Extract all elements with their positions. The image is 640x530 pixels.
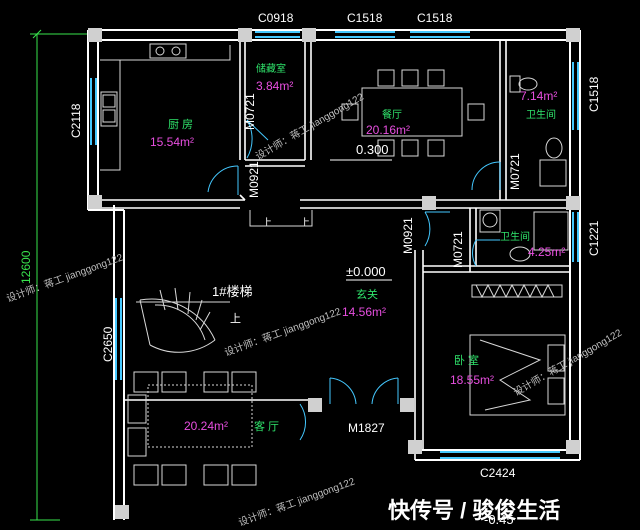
room-area-dining: 20.16m² <box>366 123 410 137</box>
dining-table-icon <box>341 69 485 157</box>
bed-icon <box>469 283 566 416</box>
interior-walls <box>98 40 580 460</box>
window-code-c2424: C2424 <box>480 466 516 480</box>
window-code-c2650: C2650 <box>101 326 115 362</box>
door-code-m1827: M1827 <box>348 421 385 435</box>
room-name-kitchen: 厨 房 <box>168 118 193 131</box>
room-name-bath-1: 卫生间 <box>526 108 556 121</box>
kitchen-counter <box>100 43 231 171</box>
window-code-c1518-c: C1518 <box>587 76 601 112</box>
window-code-c0918: C0918 <box>258 11 294 25</box>
room-name-foyer: 玄关 <box>356 287 378 301</box>
foyer-steps <box>249 210 313 227</box>
designer-watermark-4: 设计师：蒋工 jianggong122 <box>511 326 624 399</box>
window-code-c1518-b: C1518 <box>417 11 453 25</box>
room-name-dining: 餐厅 <box>382 108 402 121</box>
structural-columns <box>88 28 580 519</box>
designer-watermark-5: 设计师：蒋工 jianggong122 <box>237 474 357 528</box>
room-area-living: 20.24m² <box>184 419 228 433</box>
elevation-ground: ±0.000 <box>346 264 386 279</box>
room-area-storage: 3.84m² <box>256 79 293 93</box>
stair-up-c: 上 <box>300 217 310 229</box>
sink-icon <box>100 91 118 127</box>
room-area-bath-1: 7.14m² <box>520 89 557 103</box>
door-code-m0921-b: M0921 <box>401 217 415 254</box>
window-code-c2118: C2118 <box>69 103 83 138</box>
room-name-bath-2: 卫生间 <box>500 230 530 243</box>
window-code-c1518-a: C1518 <box>347 11 383 25</box>
windows <box>90 31 579 459</box>
door-code-m0721-b: M0721 <box>508 153 522 190</box>
room-name-storage: 储藏室 <box>256 62 286 75</box>
window-codes: C0918 C1518 C1518 C2118 C1518 C1221 C265… <box>69 11 601 480</box>
stair-up-a: 上 <box>230 312 241 325</box>
brand-watermark: 快传号 / 骏俊生活 <box>388 498 560 523</box>
stove-icon <box>149 43 187 59</box>
outer-walls <box>87 29 581 520</box>
spiral-stair-icon <box>136 287 230 353</box>
doors <box>207 119 501 441</box>
room-name-bedroom: 卧 室 <box>454 353 479 367</box>
door-code-m0721-c: M0721 <box>451 231 465 268</box>
elevation-dining: 0.300 <box>356 142 389 157</box>
overall-dimension-text: 12600 <box>19 250 33 284</box>
window-code-c1221: C1221 <box>587 220 601 256</box>
stair-label: 1#楼梯 <box>212 284 252 299</box>
door-code-m0721-a: M0721 <box>243 93 257 130</box>
room-name-living: 客 厅 <box>254 419 279 433</box>
room-area-bath-2: 4.25m² <box>528 245 565 259</box>
elevation-bottom: -0.45 <box>484 512 514 527</box>
door-code-m0921-a: M0921 <box>247 161 261 198</box>
room-area-kitchen: 15.54m² <box>150 135 194 149</box>
room-area-foyer: 14.56m² <box>342 305 386 319</box>
stair-up-b: 上 <box>262 217 272 229</box>
door-codes: M0721 M0921 M0721 M0921 M0721 M1827 <box>243 93 522 435</box>
designer-watermark-1: 设计师：蒋工 jianggong122 <box>253 90 366 163</box>
sofa-icon <box>127 371 257 486</box>
toilet-icon <box>479 75 569 262</box>
room-area-bedroom: 18.55m² <box>450 373 494 387</box>
